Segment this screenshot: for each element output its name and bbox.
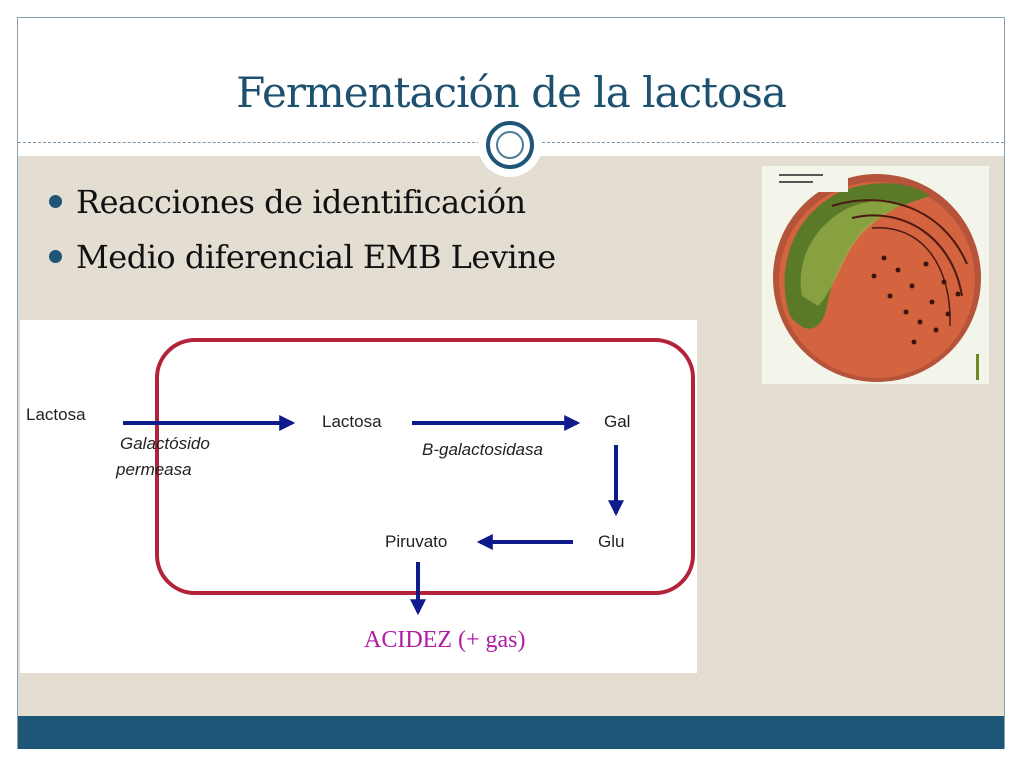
circle-ornament-icon: [478, 113, 542, 177]
ornament-ring: [486, 121, 534, 169]
bullet-dot-icon: [49, 250, 62, 263]
plate-label-text-line: [779, 174, 823, 176]
lactose-pathway-diagram: Lactosa Galactósido permeasa Lactosa B-g…: [20, 320, 697, 673]
permease-label-line2: permeasa: [115, 460, 192, 479]
bullet-text: Reacciones de identificación: [76, 183, 526, 221]
lactosa-inner-label: Lactosa: [322, 412, 382, 431]
acidez-label: ACIDEZ (+ gas): [364, 627, 526, 653]
bullet-text: Medio diferencial EMB Levine: [76, 238, 556, 276]
streak-line: [851, 214, 963, 297]
ornament-inner-ring: [496, 131, 524, 159]
colonies: [871, 255, 961, 345]
lactosa-outer-label: Lactosa: [26, 405, 86, 424]
cell-boundary-box: [155, 338, 695, 595]
footer-bar: [18, 716, 1004, 749]
glu-label: Glu: [598, 532, 624, 551]
bullet-item: Reacciones de identificación: [48, 180, 556, 235]
permease-label-line1: Galactósido: [120, 434, 210, 453]
piruvato-label: Piruvato: [385, 532, 447, 551]
emb-agar-plate-photo: [762, 166, 989, 384]
streak-line: [831, 199, 968, 265]
enzyme-label: B-galactosidasa: [422, 440, 543, 459]
plate-label-text-line: [779, 181, 813, 183]
bullet-list: Reacciones de identificación Medio difer…: [48, 180, 556, 290]
streak-line: [871, 227, 951, 327]
bullet-dot-icon: [49, 195, 62, 208]
slide-title: Fermentación de la lactosa: [236, 68, 787, 117]
green-sheen-highlight: [800, 200, 904, 306]
bullet-item: Medio diferencial EMB Levine: [48, 235, 556, 290]
plate-svg: [762, 166, 989, 384]
tape-strip: [976, 354, 979, 380]
diagram-svg: Lactosa Galactósido permeasa Lactosa B-g…: [26, 338, 695, 653]
gal-label: Gal: [604, 412, 630, 431]
